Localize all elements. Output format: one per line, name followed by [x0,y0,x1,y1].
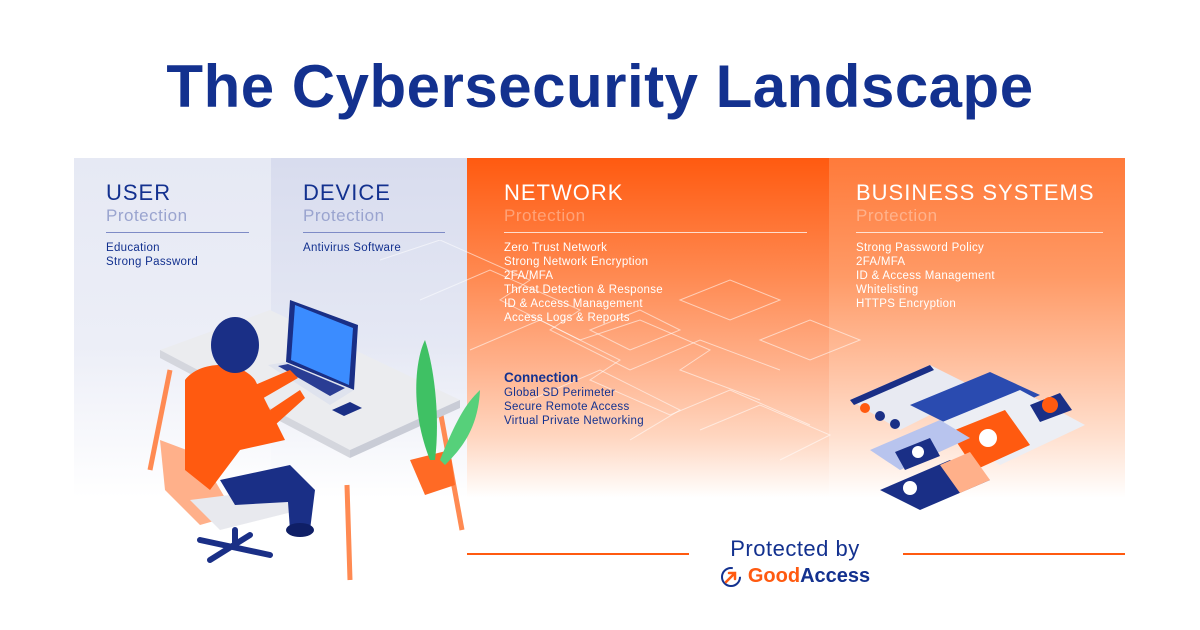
arrow-circle-icon [720,566,741,587]
list-item: Virtual Private Networking [504,415,644,427]
divider [856,232,1103,233]
column-heading: BUSINESS SYSTEMS [856,180,1095,205]
connection-heading: Connection [504,370,579,385]
column-subheading: Protection [504,206,586,225]
column-heading: NETWORK [504,180,624,205]
list-item: Strong Password [106,256,199,268]
list-item: HTTPS Encryption [856,298,957,310]
brand-good: Good [747,565,801,587]
list-item: ID & Access Management [856,270,995,282]
list-item: ID & Access Management [504,298,643,310]
list-item: Threat Detection & Response [504,284,663,296]
brand-access: Access [800,565,871,587]
protected-by-badge: Protected by GoodAccess [690,536,900,588]
list-item: Strong Network Encryption [504,256,649,268]
column-subheading: Protection [106,206,188,225]
column-network: NETWORK Protection Zero Trust Network St… [467,158,829,498]
goodaccess-logo: GoodAccess [690,565,900,588]
divider [106,232,249,233]
page-title: The Cybersecurity Landscape [166,53,1034,120]
list-item: 2FA/MFA [856,256,906,268]
list-item: Secure Remote Access [504,401,630,413]
divider [303,232,445,233]
column-heading: DEVICE [303,180,391,205]
connection-section: Connection Global SD Perimeter Secure Re… [504,370,644,428]
list-item: Antivirus Software [303,242,402,254]
person-at-desk-illustration [147,300,480,581]
list-item: Education [106,242,160,254]
protected-by-label: Protected by [730,536,860,561]
list-item: Access Logs & Reports [504,312,630,324]
list-item: Whitelisting [856,284,919,296]
divider [504,232,807,233]
list-item: Zero Trust Network [504,242,608,254]
app-screens-illustration [850,365,1085,510]
list-item: Strong Password Policy [856,242,985,254]
column-subheading: Protection [303,206,385,225]
footer-line-left [467,553,689,555]
network-lines-pattern [380,240,862,461]
list-item: 2FA/MFA [504,270,554,282]
column-heading: USER [106,180,172,205]
footer-line-right [903,553,1125,555]
list-item: Global SD Perimeter [504,387,616,399]
column-subheading: Protection [856,206,938,225]
